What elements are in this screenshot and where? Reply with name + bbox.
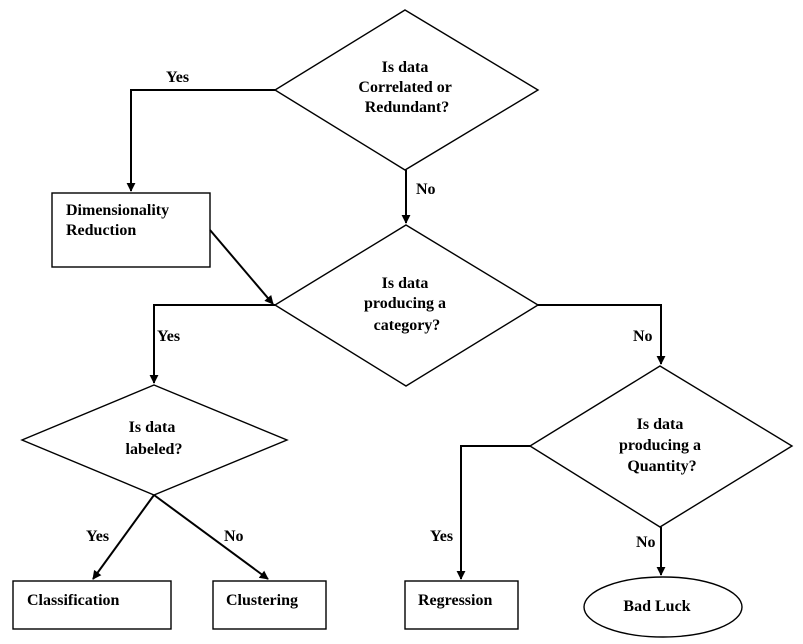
node-bad-luck-terminal: Bad Luck <box>583 576 743 638</box>
edge-labeled-to-clustering: No <box>153 494 269 580</box>
node-regression-process: Regression <box>404 580 519 630</box>
labeled-diamond <box>20 384 289 496</box>
edge-label-no-category: No <box>633 328 653 345</box>
svg-text:Is data producing a: Is data producing a category? <box>364 275 450 334</box>
dim-reduction-line-1: Dimensionality <box>66 202 169 219</box>
edge-quantity-to-regression: Yes <box>430 445 530 580</box>
edge-label-no-labeled: No <box>224 528 244 545</box>
regression-box <box>404 580 519 630</box>
category-diamond <box>273 224 540 387</box>
bad-luck-ellipse <box>583 576 743 638</box>
labeled-line-2: labeled? <box>126 441 183 458</box>
svg-text:Regression: Regression <box>418 592 492 609</box>
edge-label-no-quantity: No <box>636 534 656 551</box>
edge-label-yes-correlated: Yes <box>166 69 189 86</box>
quantity-line-1: Is data <box>637 416 684 433</box>
svg-text:Is data producing a: Is data producing a Quantity? <box>619 416 705 475</box>
edge-category-to-quantity: No <box>538 304 666 365</box>
svg-text:Bad Luck: Bad Luck <box>623 598 690 615</box>
correlated-line-3: Redundant? <box>365 99 449 116</box>
node-classification-process: Classification <box>12 580 172 630</box>
category-line-1: Is data <box>382 275 429 292</box>
node-correlated-decision: Is data Correlated or Redundant? <box>273 9 540 171</box>
classification-box <box>12 580 172 630</box>
edge-labeled-to-classification: Yes <box>86 494 155 580</box>
dim-reduction-box <box>51 192 211 268</box>
edge-quantity-regression-line <box>456 445 530 580</box>
edge-labeled-clustering-line <box>153 494 269 580</box>
quantity-line-2: producing a <box>619 437 701 454</box>
edge-category-to-labeled: Yes <box>149 304 275 384</box>
category-line-3: category? <box>374 317 441 334</box>
quantity-line-3: Quantity? <box>627 458 696 475</box>
svg-text:Is data Correlated or: Is data Correlated or Redundant? <box>358 59 455 116</box>
edge-correlated-to-category: No <box>401 170 436 224</box>
clustering-box <box>212 580 327 630</box>
node-clustering-process: Clustering <box>212 580 327 630</box>
edge-label-yes-labeled: Yes <box>86 528 109 545</box>
edge-category-labeled-line <box>149 304 275 384</box>
svg-text:Is data labeled?: Is data labeled? <box>126 419 183 458</box>
regression-label: Regression <box>418 592 492 609</box>
node-category-decision: Is data producing a category? <box>273 224 540 387</box>
clustering-label: Clustering <box>226 592 298 609</box>
edge-correlated-to-dim-reduction: Yes <box>126 69 275 192</box>
edge-label-no-correlated: No <box>416 181 436 198</box>
node-quantity-decision: Is data producing a Quantity? <box>528 365 794 528</box>
edge-correlated-dim-reduction-line <box>126 89 275 192</box>
correlated-line-1: Is data <box>382 59 429 76</box>
correlated-line-2: Correlated or <box>358 79 451 96</box>
edge-label-yes-quantity: Yes <box>430 528 453 545</box>
classification-label: Classification <box>27 592 120 609</box>
node-dim-reduction-process: Dimensionality Reduction <box>51 192 211 268</box>
svg-text:Dimensionality Reduction: Dimensionality Reduction <box>66 202 173 239</box>
dim-reduction-line-2: Reduction <box>66 222 136 239</box>
labeled-line-1: Is data <box>129 419 176 436</box>
svg-text:Classification: Classification <box>27 592 120 609</box>
svg-text:Clustering: Clustering <box>226 592 298 609</box>
edge-labeled-classification-line <box>92 494 155 580</box>
edge-dim-reduction-to-category <box>209 229 274 305</box>
category-line-2: producing a <box>364 295 446 312</box>
edge-category-quantity-line <box>538 304 666 365</box>
bad-luck-label: Bad Luck <box>623 598 690 615</box>
edge-label-yes-category: Yes <box>157 328 180 345</box>
node-labeled-decision: Is data labeled? <box>20 384 289 496</box>
edge-quantity-to-bad-luck: No <box>636 527 666 576</box>
edge-dim-reduction-category-line <box>209 229 274 305</box>
